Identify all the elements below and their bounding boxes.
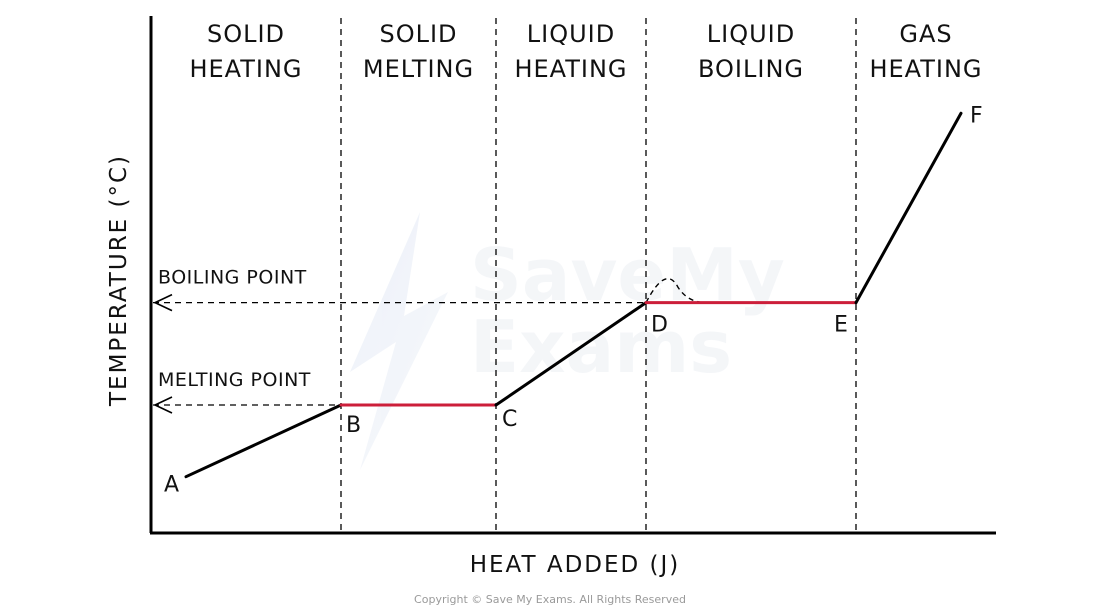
x-axis-label: HEAT ADDED (J) xyxy=(470,552,681,578)
reference-lines: BOILING POINT MELTING POINT xyxy=(153,267,646,414)
copyright-notice: Copyright © Save My Exams. All Rights Re… xyxy=(414,593,686,606)
svg-text:Exams: Exams xyxy=(470,305,732,389)
y-axis-label: TEMPERATURE (°C) xyxy=(106,154,132,407)
point-label: F xyxy=(970,103,983,128)
region-label: HEATING xyxy=(189,55,302,83)
point-labels: A B C D E F xyxy=(164,103,983,497)
point-label: A xyxy=(164,473,179,498)
reference-arrow-icon xyxy=(153,396,173,414)
watermark-logo: SaveMy Exams xyxy=(350,212,785,470)
region-label: HEATING xyxy=(869,55,982,83)
region-label: HEATING xyxy=(514,55,627,83)
region-label: GAS xyxy=(899,20,952,48)
region-label: SOLID xyxy=(379,20,457,48)
heating-curve xyxy=(184,111,963,479)
region-label: MELTING xyxy=(363,55,474,83)
point-label: E xyxy=(834,313,848,338)
reference-arrow-icon xyxy=(153,293,173,312)
region-label: BOILING xyxy=(698,55,804,83)
curve-segment-AB xyxy=(184,403,343,479)
region-label: LIQUID xyxy=(707,20,795,48)
region-label: SOLID xyxy=(207,20,285,48)
point-label: C xyxy=(502,407,517,432)
reference-label: BOILING POINT xyxy=(158,267,307,289)
curve-segment-EF xyxy=(854,111,963,305)
reference-label: MELTING POINT xyxy=(158,369,311,391)
region-label: LIQUID xyxy=(527,20,615,48)
point-label: B xyxy=(346,413,361,438)
superheat-curve xyxy=(645,277,707,304)
region-dividers: SOLID HEATING SOLID MELTING LIQUID HEATING LIQ… xyxy=(189,18,982,533)
curve-segment-CD xyxy=(494,301,648,407)
point-label: D xyxy=(651,313,668,338)
